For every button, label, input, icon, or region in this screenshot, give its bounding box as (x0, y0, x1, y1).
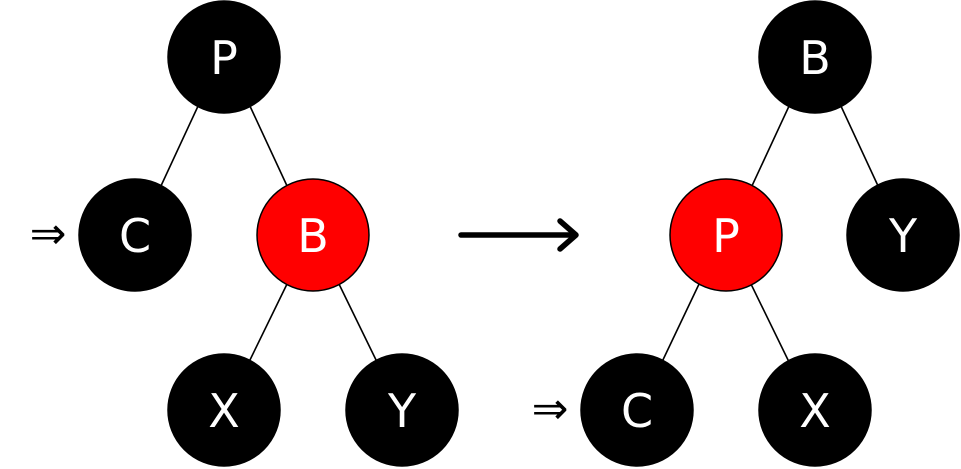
node-x: X (167, 353, 281, 467)
node-x-circle (167, 353, 281, 467)
edge-b-y (337, 281, 379, 365)
node-b: B (758, 0, 872, 114)
node-x-label: X (208, 384, 240, 438)
node-p-circle (167, 0, 281, 114)
node-y-label: Y (387, 384, 417, 438)
node-c-label: C (621, 384, 653, 438)
edge-b-p (750, 103, 791, 189)
node-p-label: P (210, 31, 238, 85)
node-b-label: B (799, 31, 831, 85)
pointer-arrow-before: ⇒ (30, 209, 67, 260)
node-c-label: C (119, 209, 151, 263)
node-c-circle (78, 178, 192, 292)
edge-p-c (159, 103, 200, 189)
before-tree: P C B X Y ⇒ (30, 0, 459, 467)
node-y-circle (846, 178, 960, 292)
edge-b-y (839, 103, 880, 189)
node-b-circle (256, 178, 370, 292)
node-p: P (167, 0, 281, 114)
node-x: X (758, 353, 872, 467)
node-b-label: B (297, 209, 329, 263)
edge-p-b (248, 103, 289, 189)
after-tree: B P Y C X ⇒ (532, 0, 960, 467)
node-y-label: Y (888, 209, 918, 263)
node-p: P (669, 178, 783, 292)
node-c: C (78, 178, 192, 292)
node-y-circle (345, 353, 459, 467)
node-x-label: X (799, 384, 831, 438)
node-p-circle (669, 178, 783, 292)
edge-p-x (749, 281, 791, 365)
node-c-circle (580, 353, 694, 467)
right-arrow-head (557, 218, 579, 252)
edge-p-c (660, 281, 701, 365)
pointer-arrow-after: ⇒ (532, 384, 569, 435)
node-x-circle (758, 353, 872, 467)
node-b: B (256, 178, 370, 292)
node-y: Y (345, 353, 459, 467)
node-c: C (580, 353, 694, 467)
node-b-circle (758, 0, 872, 114)
node-p-label: P (712, 209, 740, 263)
right-arrow-icon (458, 218, 579, 252)
node-y: Y (846, 178, 960, 292)
edge-b-x (247, 281, 289, 365)
